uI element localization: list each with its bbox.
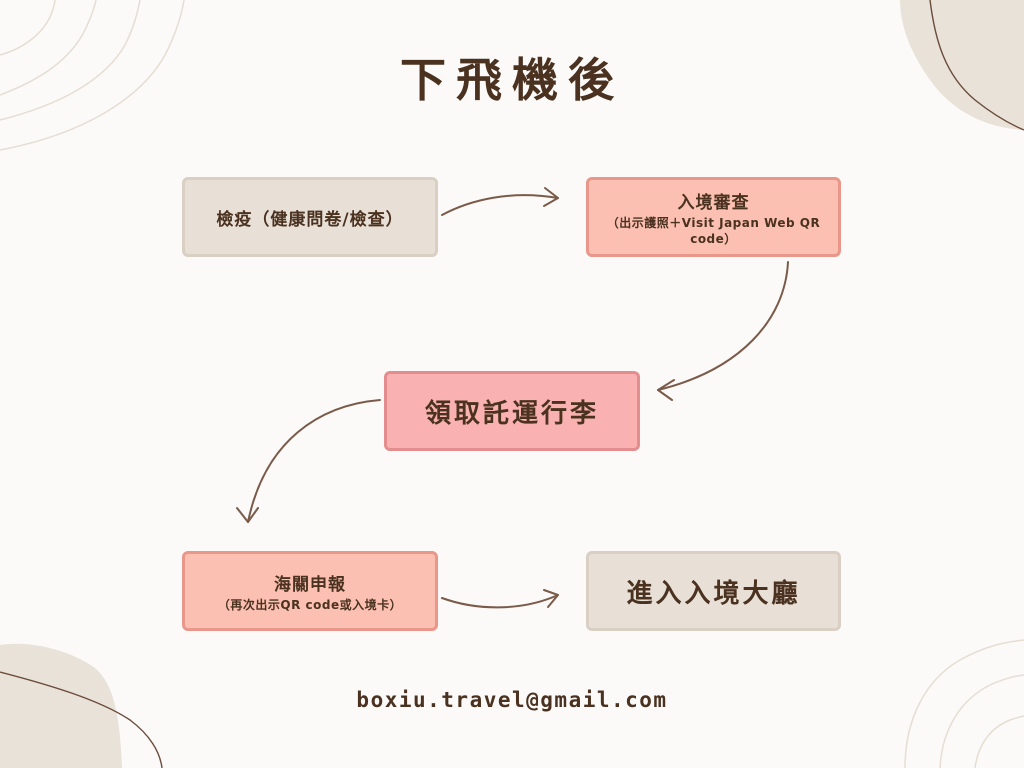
step-immigration-note: （出示護照＋Visit Japan Web QR code）: [606, 215, 821, 246]
corner-blob-bottom-left: [0, 643, 122, 768]
step-customs: 海關申報 （再次出示QR code或入境卡）: [182, 551, 438, 631]
contour-lines-bottom-right: [904, 639, 1024, 768]
corner-line-bottom-left: [0, 671, 163, 768]
step-customs-note: （再次出示QR code或入境卡）: [217, 597, 403, 612]
step-immigration: 入境審查 （出示護照＋Visit Japan Web QR code）: [586, 177, 841, 257]
step-customs-label: 海關申報: [274, 574, 346, 595]
arrow-quarantine-to-immigration: [441, 194, 559, 216]
step-immigration-label: 入境審查: [677, 192, 750, 213]
step-quarantine-label: 檢疫（健康問卷/檢查）: [216, 209, 404, 230]
arrow-customs-to-arrival: [441, 594, 559, 609]
flow-arrows: [236, 187, 789, 609]
contour-lines-top-left: [0, 0, 185, 151]
step-baggage-label: 領取託運行李: [424, 398, 599, 429]
arrow-immigration-to-baggage: [657, 261, 789, 391]
corner-line-top-right: [929, 0, 1024, 131]
step-arrival-hall-label: 進入入境大廳: [626, 578, 801, 609]
step-arrival-hall: 進入入境大廳: [586, 551, 841, 631]
step-baggage: 領取託運行李: [384, 371, 640, 451]
page-title: 下飛機後: [400, 53, 624, 107]
contact-email[interactable]: boxiu.travel@gmail.com: [356, 688, 668, 712]
arrow-baggage-to-customs: [247, 399, 381, 523]
corner-blob-top-right: [900, 0, 1024, 130]
step-quarantine: 檢疫（健康問卷/檢查）: [182, 177, 438, 257]
